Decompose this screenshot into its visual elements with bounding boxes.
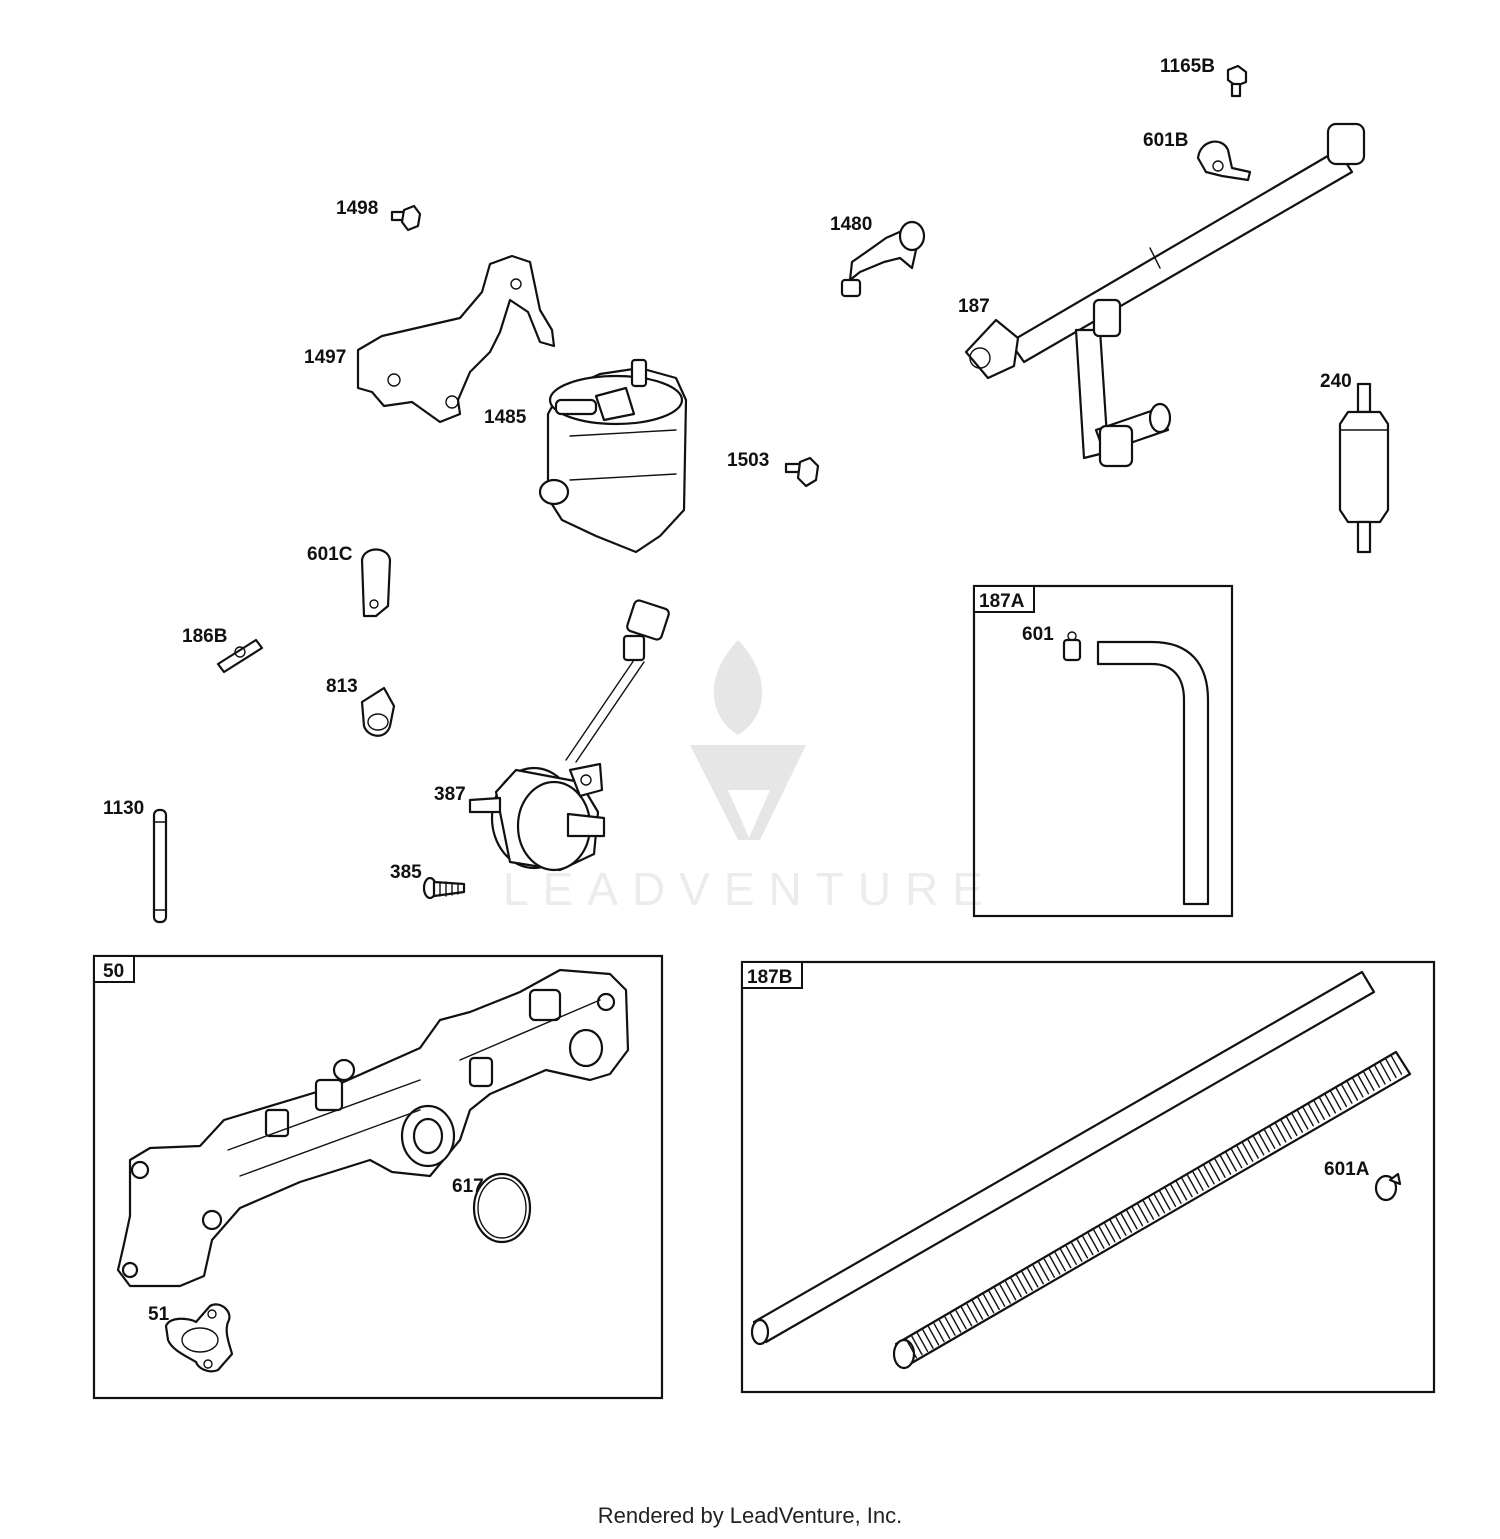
footer-credit: Rendered by LeadVenture, Inc. <box>597 1503 903 1528</box>
label-617: 617 <box>452 1176 484 1197</box>
box-187A <box>972 584 1234 918</box>
part-1498-bolt <box>390 204 422 232</box>
part-617-o-ring <box>472 1172 532 1244</box>
label-1480: 1480 <box>830 214 872 235</box>
part-187B-corrugated-hose <box>892 1050 1412 1370</box>
part-187-fuel-line <box>964 122 1366 468</box>
part-187A-hose <box>1096 640 1210 906</box>
part-1503-bolt <box>784 456 820 488</box>
label-1503: 1503 <box>727 450 769 471</box>
box-label-187B: 187B <box>747 967 792 988</box>
part-1497-bracket <box>356 254 556 424</box>
label-187: 187 <box>958 296 990 317</box>
part-601C-clip <box>360 548 392 618</box>
label-813: 813 <box>326 676 358 697</box>
part-240-fuel-filter <box>1338 382 1390 554</box>
label-1498: 1498 <box>336 198 378 219</box>
part-51-gasket <box>164 1303 234 1373</box>
label-601B: 601B <box>1143 130 1188 151</box>
box-187B <box>740 960 1436 1394</box>
watermark-logo <box>690 640 806 840</box>
box-label-187A: 187A <box>979 591 1025 612</box>
label-1485: 1485 <box>484 407 527 428</box>
label-1497: 1497 <box>304 347 346 368</box>
label-385: 385 <box>390 862 422 883</box>
part-601-clip <box>1062 631 1082 662</box>
label-1130: 1130 <box>103 798 144 819</box>
part-50-manifold <box>116 968 630 1288</box>
part-186B-fitting <box>216 638 264 674</box>
label-1165B: 1165B <box>1160 56 1215 77</box>
label-387: 387 <box>434 784 466 805</box>
label-240: 240 <box>1320 371 1352 392</box>
part-187B-straight-hose <box>750 970 1376 1346</box>
label-601C: 601C <box>307 544 353 565</box>
part-1130-stud <box>152 808 168 924</box>
label-51: 51 <box>148 1304 170 1325</box>
label-601A: 601A <box>1324 1159 1370 1180</box>
part-385-screw <box>422 876 466 900</box>
part-1485-fuel-pump-module <box>538 358 688 554</box>
part-387-fuel-pump <box>468 599 670 872</box>
label-186B: 186B <box>182 626 227 647</box>
watermark-text: LEADVENTURE <box>503 863 997 915</box>
box-label-50: 50 <box>103 961 124 982</box>
part-601A-clamp <box>1374 1172 1402 1202</box>
part-601B-clip <box>1196 140 1252 182</box>
part-1480-injector <box>840 220 926 298</box>
label-601: 601 <box>1022 624 1054 645</box>
part-1165B-bolt <box>1226 64 1248 98</box>
box-50 <box>92 954 664 1400</box>
part-813-clamp <box>360 686 396 737</box>
